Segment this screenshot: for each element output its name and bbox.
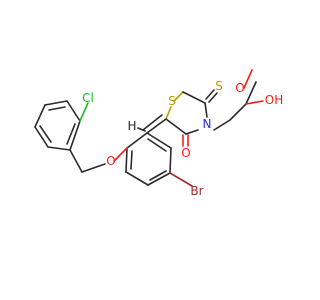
oxygen-carbonyl-label: O	[235, 81, 244, 95]
chemical-structure: S S N O O O OH H Cl Br	[34, 69, 283, 198]
nitrogen-label: N	[203, 117, 212, 131]
benzyl-ether-linkage	[69, 147, 128, 173]
oxygen-ketone-label: O	[181, 146, 190, 160]
chlorine-label: Cl	[82, 91, 94, 105]
sulfur-ring-label: S	[168, 94, 176, 108]
sulfur-thione-label: S	[215, 79, 223, 93]
thiazolidinone-ring	[165, 89, 218, 147]
acetic-acid-chain	[213, 69, 264, 131]
bromine-label: Br	[190, 184, 203, 198]
chlorophenyl-ring	[34, 100, 89, 151]
hydrogen-label: H	[127, 119, 136, 133]
exocyclic-alkene	[137, 114, 167, 134]
oxygen-ether-label: O	[106, 154, 115, 168]
hydroxyl-label: OH	[265, 93, 283, 107]
bromophenyl-ring	[125, 132, 193, 187]
